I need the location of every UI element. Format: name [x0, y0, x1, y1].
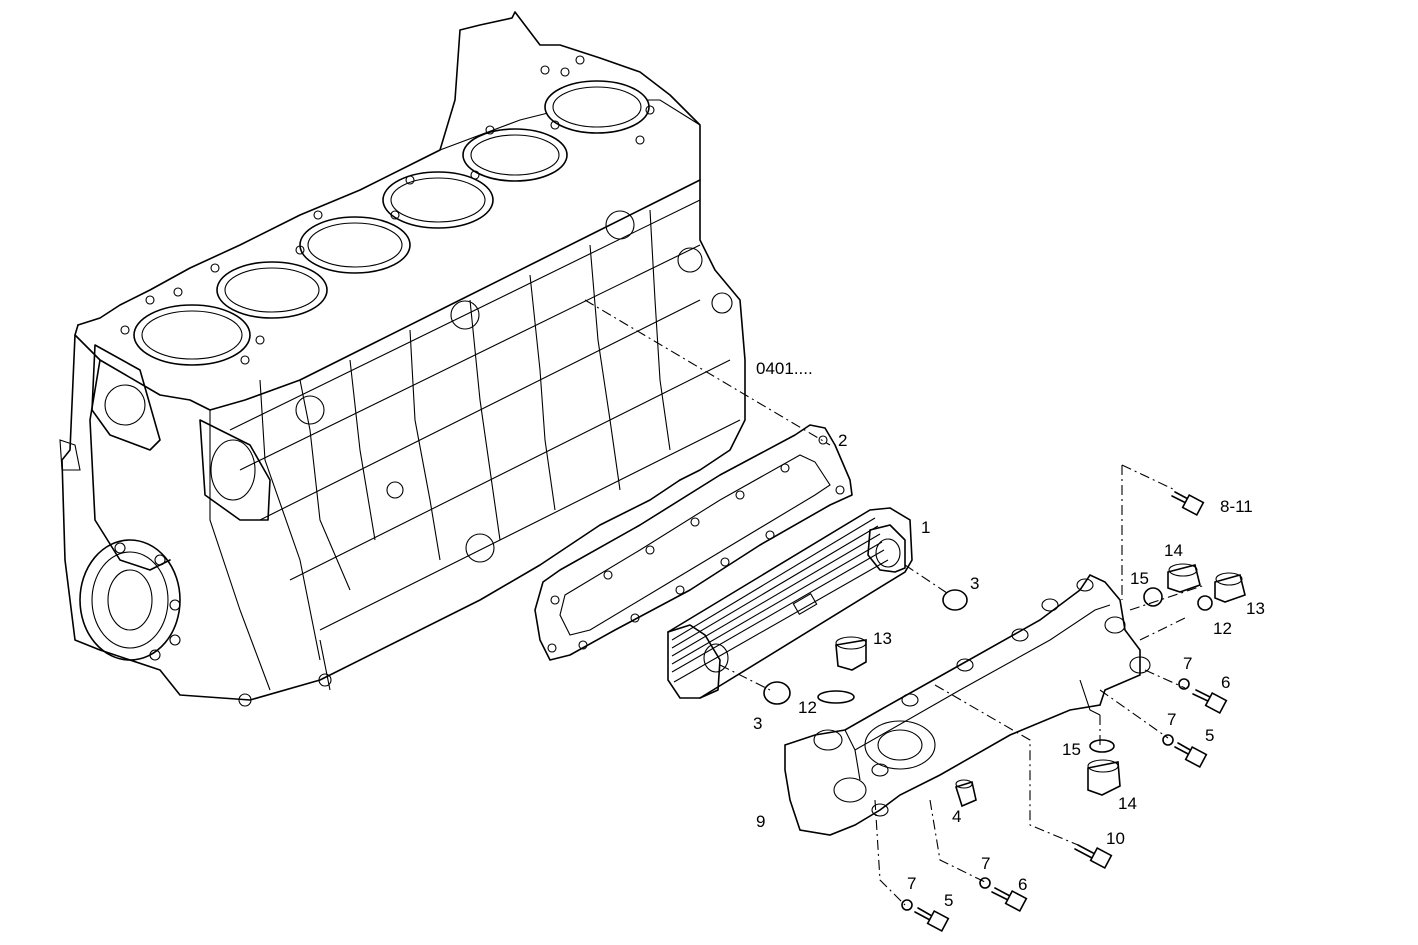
seal-15-lower	[1089, 739, 1115, 753]
seal-12-right	[1197, 595, 1213, 611]
seal-12-lower	[817, 690, 855, 704]
callout-3-lower: 3	[753, 714, 762, 733]
bolt-6-lower	[991, 887, 1028, 913]
callout-13-left: 13	[873, 629, 892, 648]
callout-7-c: 7	[981, 854, 990, 873]
callout-6-upper: 6	[1221, 673, 1230, 692]
small-parts	[763, 491, 1246, 933]
callout-12-lower: 12	[798, 698, 817, 717]
washer-7-b	[1162, 734, 1174, 746]
engine-block	[59, 11, 746, 707]
callout-8-11: 8-11	[1220, 497, 1253, 516]
callout-4: 4	[952, 807, 961, 826]
washer-7-d	[901, 899, 913, 911]
callout-6-lower: 6	[1018, 875, 1027, 894]
callout-5-lower: 5	[944, 891, 953, 910]
callout-7-d: 7	[907, 874, 916, 893]
bolt-5-lower	[914, 907, 950, 933]
bolt-10	[1074, 844, 1113, 870]
plug-13-right	[1214, 572, 1246, 603]
bolt-8-11	[1171, 491, 1205, 517]
plug-14-upper	[1167, 563, 1201, 593]
callout-14-lower: 14	[1118, 794, 1137, 813]
bolt-6-upper	[1192, 689, 1228, 715]
plug-4	[954, 779, 977, 808]
callout-12-right: 12	[1213, 619, 1232, 638]
callouts: 0401.... 1 2 3 3 4 5 5 6 6 7 7 7 7 8-11 …	[753, 359, 1265, 910]
bolt-5-upper	[1174, 742, 1208, 769]
callout-10: 10	[1106, 829, 1125, 848]
seal-15-upper	[1143, 587, 1163, 607]
o-ring-3-upper	[942, 589, 968, 611]
callout-1: 1	[921, 518, 930, 537]
oil-cooler-part-1	[667, 507, 913, 699]
callout-15-lower: 15	[1062, 740, 1081, 759]
washer-7-a	[1178, 678, 1190, 690]
callout-14-upper: 14	[1164, 541, 1183, 560]
plug-13-left	[835, 636, 867, 671]
callout-3-upper: 3	[970, 574, 979, 593]
filter-housing-part-9	[784, 573, 1151, 836]
callout-2: 2	[838, 431, 847, 450]
plug-14-lower	[1087, 759, 1121, 796]
callout-7-a: 7	[1183, 654, 1192, 673]
callout-9: 9	[756, 812, 765, 831]
washer-7-c	[979, 877, 991, 889]
callout-13-right: 13	[1246, 599, 1265, 618]
callout-15-upper: 15	[1130, 569, 1149, 588]
gasket-part-2	[534, 424, 853, 661]
callout-5-upper: 5	[1205, 726, 1214, 745]
ref-label: 0401....	[756, 359, 813, 378]
leader-lines	[584, 299, 1206, 906]
callout-7-b: 7	[1167, 710, 1176, 729]
o-ring-3-lower	[763, 681, 791, 705]
